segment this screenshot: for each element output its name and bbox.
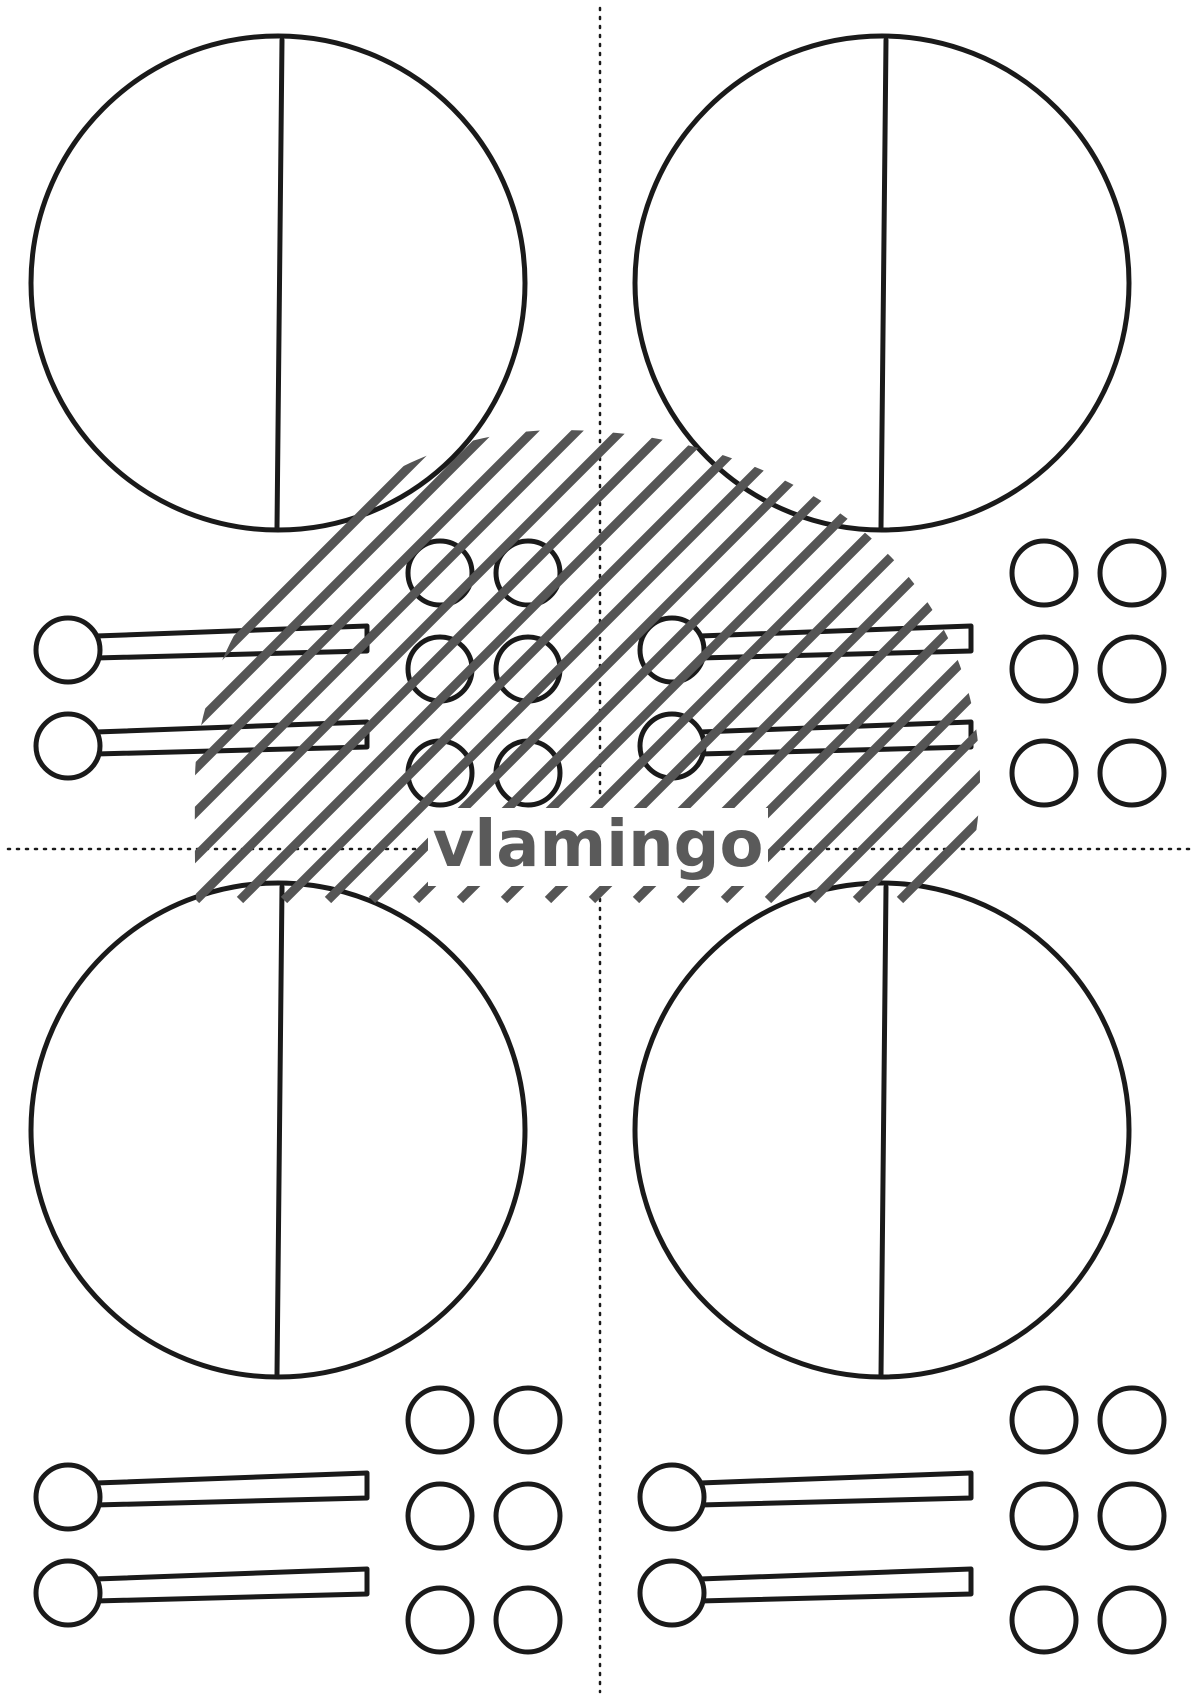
small-circle-token: [1097, 1385, 1167, 1455]
small-circle-token: [493, 634, 563, 704]
small-circle-token: [1009, 634, 1079, 704]
small-circle-token: [1009, 1585, 1079, 1655]
quadrant-3: [28, 880, 563, 1655]
hatch-stripe: [544, 430, 981, 904]
clock-hand-shaft: [93, 1470, 370, 1508]
hatch-stripe: [588, 430, 981, 904]
hatch-stripe: [324, 430, 981, 904]
small-circle-token: [1009, 1481, 1079, 1551]
small-circle-token: [493, 1385, 563, 1455]
clock-hand-shaft: [697, 1470, 974, 1508]
small-circle-token: [1097, 1585, 1167, 1655]
clock-face-divider: [274, 37, 285, 531]
hatch-stripe: [236, 430, 981, 904]
hatch-stripe: [280, 430, 981, 904]
clock-hand-shaft: [697, 1566, 974, 1604]
hatch-stripe: [764, 430, 981, 904]
small-circle-token: [1097, 634, 1167, 704]
watermark-brand-text: vlamingo: [433, 808, 764, 882]
clock-hand-pivot-circle: [637, 1462, 707, 1532]
hatch-stripe: [632, 430, 981, 904]
hatch-stripe: [676, 430, 981, 904]
clock-face-divider: [878, 884, 889, 1378]
quadrant-4: [632, 880, 1167, 1655]
small-circle-token: [405, 1481, 475, 1551]
hatch-stripe: [194, 430, 981, 904]
small-circle-token: [493, 1481, 563, 1551]
clock-hand-shaft: [93, 1566, 370, 1604]
clock-hand: [637, 1462, 974, 1532]
clock-hand-pivot-circle: [33, 1462, 103, 1532]
clock-face-divider: [274, 884, 285, 1378]
hatch-stripe: [500, 430, 981, 904]
hatch-stripe: [368, 430, 981, 904]
hatch-stripe: [194, 430, 981, 904]
small-circle-token: [1097, 1481, 1167, 1551]
small-circle-token: [405, 1385, 475, 1455]
clock-hand-pivot-circle: [637, 711, 707, 781]
clock-hand: [637, 1558, 974, 1628]
clock-hand-pivot-circle: [33, 1558, 103, 1628]
small-circle-token: [1009, 1385, 1079, 1455]
small-circle-token: [1009, 738, 1079, 808]
hatch-stripe: [720, 430, 981, 904]
hatch-stripe: [412, 430, 981, 904]
clock-hand-pivot-circle: [637, 1558, 707, 1628]
hatch-stripe: [194, 430, 981, 904]
hatch-stripe: [456, 430, 981, 904]
small-circle-token: [405, 1585, 475, 1655]
small-circle-token: [1097, 738, 1167, 808]
small-circle-token: [1009, 538, 1079, 608]
quadrant-1: [28, 33, 563, 808]
clock-hand-pivot-circle: [33, 711, 103, 781]
clock-hand: [33, 1462, 370, 1532]
small-circle-token: [493, 738, 563, 808]
hatch-stripe: [194, 430, 981, 904]
clock-hand: [33, 1558, 370, 1628]
clock-face-divider: [878, 37, 889, 531]
small-circle-token: [493, 1585, 563, 1655]
small-circle-token: [405, 738, 475, 808]
small-circle-token: [405, 634, 475, 704]
watermark-text-backdrop: [428, 808, 768, 886]
small-circle-token: [1097, 538, 1167, 608]
clock-hand-pivot-circle: [33, 615, 103, 685]
